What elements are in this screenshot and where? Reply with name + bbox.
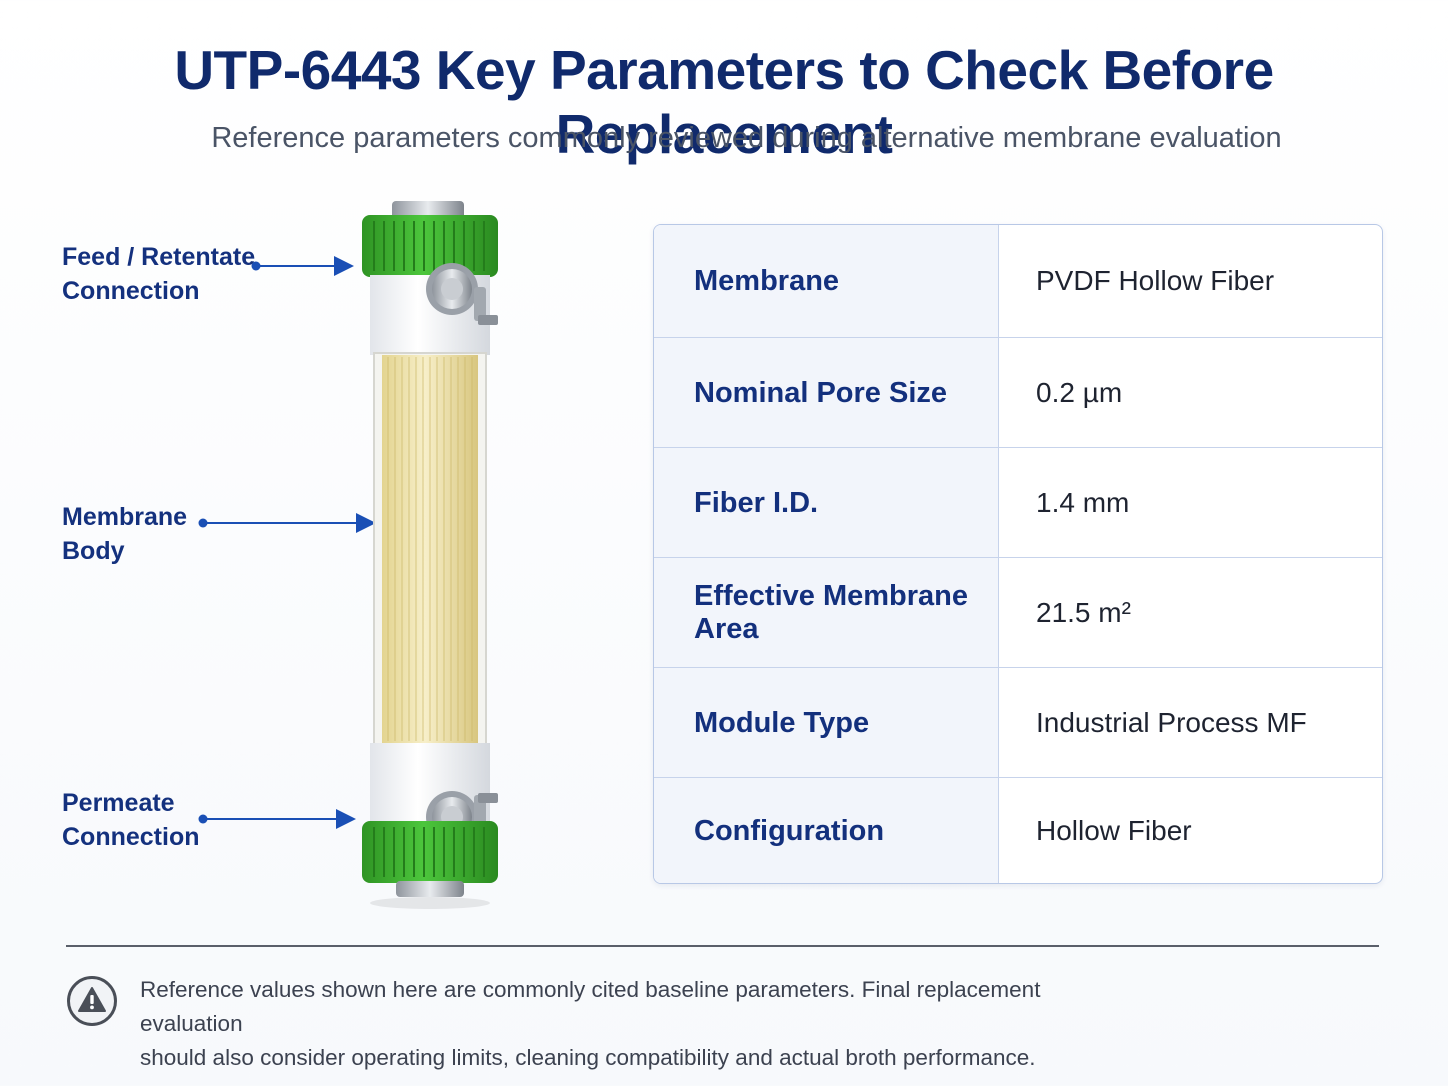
top-green-cap [362, 215, 498, 277]
param-value: 0.2 µm [1036, 377, 1123, 408]
feed-port-clamp [426, 263, 498, 325]
param-value: Hollow Fiber [1036, 815, 1192, 846]
table-row: Module Type Industrial Process MF [654, 667, 1382, 778]
param-label: Effective Membrane Area [654, 558, 999, 668]
param-value: PVDF Hollow Fiber [1036, 265, 1275, 296]
membrane-module-illustration [362, 201, 498, 909]
feed-retentate-label: Feed / Retentate Connection [62, 240, 255, 308]
table-row: Fiber I.D. 1.4 mm [654, 447, 1382, 558]
bottom-green-cap [362, 821, 498, 883]
membrane-body-label: Membrane Body [62, 500, 187, 568]
permeate-arrow [198, 809, 356, 829]
note-line1: Reference values shown here are commonly… [140, 977, 1041, 1036]
feed-arrow [251, 256, 354, 276]
param-label: Fiber I.D. [654, 448, 999, 558]
param-label: Membrane [654, 225, 999, 337]
table-row: Membrane PVDF Hollow Fiber [654, 225, 1382, 337]
feed-label-line2: Connection [62, 277, 200, 305]
page-title: UTP-6443 Key Parameters to Check Before … [174, 39, 1274, 165]
feed-label-line1: Feed / Retentate [62, 243, 256, 271]
top-steel-cap [392, 201, 464, 219]
bottom-steel-cap [396, 881, 464, 897]
param-label: Nominal Pore Size [654, 338, 999, 448]
footer-note: Reference values shown here are commonly… [140, 973, 1140, 1075]
body-label-line2: Body [62, 537, 125, 565]
body-label-line1: Membrane [62, 503, 188, 531]
param-label: Module Type [654, 668, 999, 778]
permeate-label: Permeate Connection [62, 786, 200, 854]
footer-divider [66, 945, 1379, 947]
table-row: Effective Membrane Area 21.5 m² [654, 557, 1382, 668]
parameter-table: Membrane PVDF Hollow Fiber Nominal Pore … [653, 224, 1383, 884]
param-value: 1.4 mm [1036, 487, 1130, 518]
fiber-bundle [373, 352, 487, 746]
param-label: Configuration [654, 778, 999, 883]
table-row: Nominal Pore Size 0.2 µm [654, 337, 1382, 448]
param-value: 21.5 m² [1036, 597, 1131, 628]
param-value: Industrial Process MF [1036, 707, 1307, 738]
table-row: Configuration Hollow Fiber [654, 777, 1382, 883]
page-subtitle: Reference parameters commonly reviewed d… [211, 122, 1282, 154]
permeate-label-line1: Permeate [62, 789, 175, 817]
warning-icon [66, 975, 118, 1027]
permeate-label-line2: Connection [62, 823, 200, 851]
note-line2: should also consider operating limits, c… [140, 1045, 1036, 1070]
